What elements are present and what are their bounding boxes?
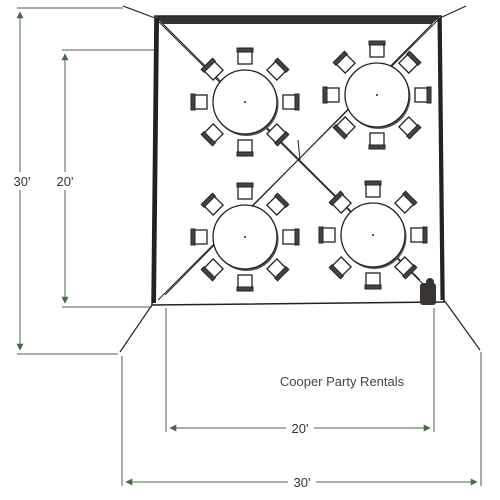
chair xyxy=(200,257,225,282)
chair xyxy=(265,192,290,217)
dim-inner-height-label: 20' xyxy=(57,174,74,189)
tent-frame xyxy=(119,5,481,353)
frame-leg-bottom-right xyxy=(443,299,481,351)
dim-inner-width-label: 20' xyxy=(292,421,309,436)
chair xyxy=(322,86,340,104)
table-group xyxy=(190,40,432,292)
person-figure-icon xyxy=(420,278,436,305)
chair xyxy=(265,257,290,282)
chair xyxy=(318,226,336,244)
tent-floor xyxy=(151,15,445,306)
round-table-1 xyxy=(190,47,300,157)
chair xyxy=(236,47,254,65)
chair xyxy=(368,40,386,58)
chair xyxy=(200,57,225,82)
chair xyxy=(190,228,208,246)
table-center xyxy=(244,101,246,103)
chair xyxy=(236,182,254,200)
chair xyxy=(393,255,418,280)
table-center xyxy=(376,94,378,96)
chair xyxy=(282,93,300,111)
chair xyxy=(397,50,422,75)
chair xyxy=(200,192,225,217)
round-table-3 xyxy=(190,182,300,292)
center-pole xyxy=(297,139,301,161)
frame-leg-top-left xyxy=(122,5,156,19)
chair xyxy=(328,255,353,280)
chair xyxy=(236,274,254,292)
chair xyxy=(332,50,357,75)
chair xyxy=(368,132,386,150)
chair xyxy=(190,93,208,111)
chair xyxy=(200,122,225,147)
round-table-4 xyxy=(318,180,428,290)
frame-leg-top-right xyxy=(439,5,467,19)
chair xyxy=(414,86,432,104)
chair xyxy=(332,115,357,140)
chair xyxy=(265,57,290,82)
company-name: Cooper Party Rentals xyxy=(280,374,405,389)
chair xyxy=(397,115,422,140)
frame-leg-bottom-left xyxy=(119,304,153,353)
chair xyxy=(393,190,418,215)
chair xyxy=(410,226,428,244)
table-center xyxy=(244,236,246,238)
chair xyxy=(328,190,353,215)
chair xyxy=(282,228,300,246)
chair xyxy=(364,180,382,198)
tent-right-wall xyxy=(437,17,444,301)
tent-left-wall xyxy=(152,17,159,304)
round-table-2 xyxy=(322,40,432,150)
dim-outer-width-label: 30' xyxy=(294,475,311,490)
table-center xyxy=(372,234,374,236)
chair xyxy=(265,122,290,147)
dim-outer-height-label: 30' xyxy=(14,174,31,189)
chair xyxy=(364,272,382,290)
tent-top-edge xyxy=(155,16,441,24)
chair xyxy=(236,139,254,157)
